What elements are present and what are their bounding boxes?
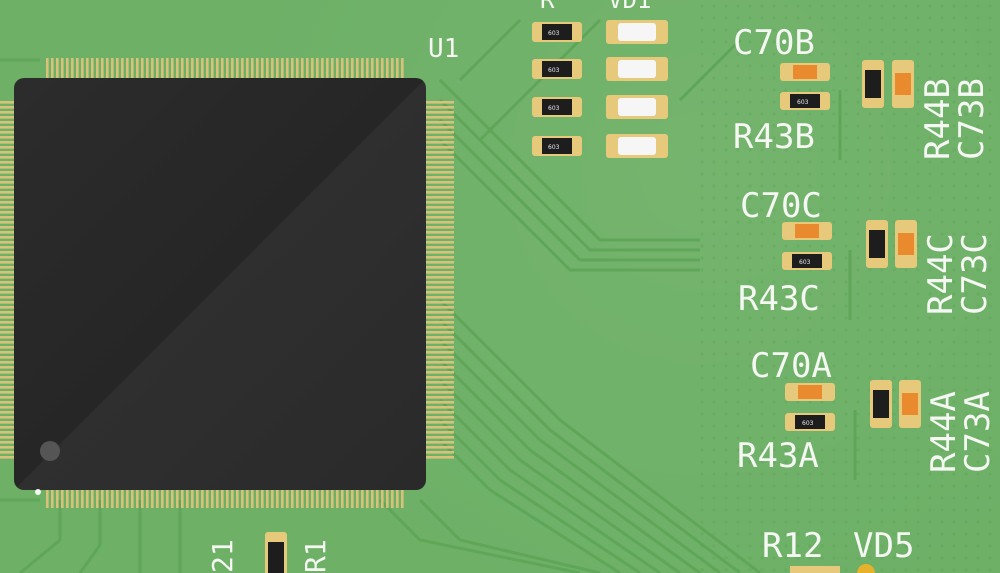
r12-pad <box>790 566 840 573</box>
label-c70c: C70C <box>740 186 822 226</box>
component-group-a: 603 <box>785 380 921 431</box>
label-r12: R12 <box>762 526 823 566</box>
label-r44c: R44C <box>921 233 961 315</box>
bottom-left-parts <box>265 532 287 573</box>
component-group-c: 603 <box>782 220 917 270</box>
label-r44a: R44A <box>924 391 964 473</box>
component-group-b: 603 <box>780 60 914 110</box>
label-top-right-partial: VD1 <box>608 0 651 14</box>
label-c70b: C70B <box>733 23 815 63</box>
label-r43a: R43A <box>737 436 819 476</box>
label-r1: R1 <box>299 539 332 573</box>
ic-chip-u1 <box>0 58 454 508</box>
label-c73a: C73A <box>958 391 998 473</box>
label-c73c: C73C <box>955 233 995 315</box>
label-r44b: R44B <box>918 78 958 160</box>
label-r21-partial: 21 <box>206 539 239 573</box>
label-vd5: VD5 <box>853 526 914 566</box>
led-column <box>606 20 668 158</box>
vd5-led <box>857 564 875 573</box>
label-r43b: R43B <box>733 117 815 157</box>
pin1-marker <box>40 441 60 461</box>
svg-text:603: 603 <box>548 144 560 151</box>
label-top-left-partial: R <box>540 0 555 14</box>
label-c73b: C73B <box>952 78 992 160</box>
label-c70a: C70A <box>750 346 832 386</box>
svg-text:603: 603 <box>548 105 560 112</box>
svg-text:603: 603 <box>548 30 560 37</box>
label-r43c: R43C <box>738 279 820 319</box>
resistor-column: 603 603 603 603 <box>532 22 582 156</box>
svg-text:603: 603 <box>797 99 809 106</box>
svg-text:603: 603 <box>548 67 560 74</box>
label-u1: U1 <box>428 34 459 64</box>
svg-text:603: 603 <box>799 259 811 266</box>
svg-text:603: 603 <box>802 420 814 427</box>
